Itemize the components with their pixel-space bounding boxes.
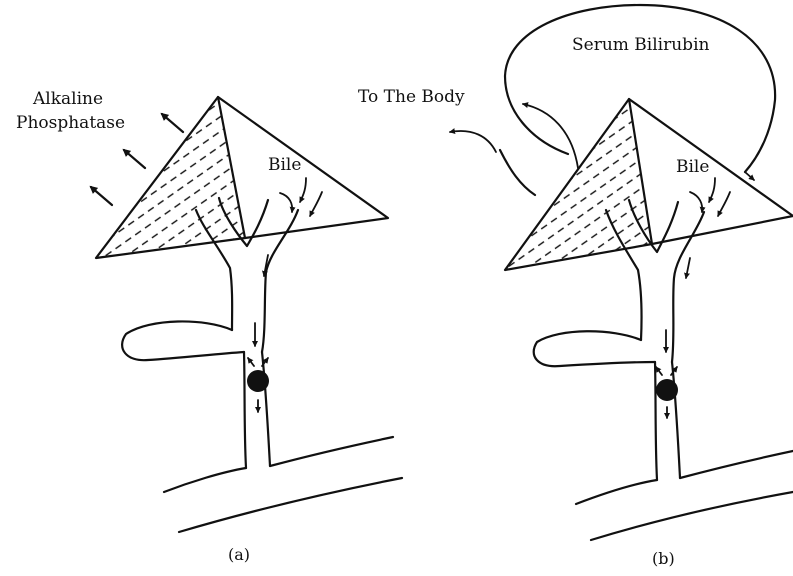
serum-circulation-return <box>500 150 535 195</box>
enzyme-leak-arrow <box>124 150 145 168</box>
to-body-arrow <box>523 104 578 168</box>
bile-arrow <box>690 192 702 212</box>
bile-arrow <box>709 178 715 202</box>
liver-shaded-region <box>505 99 652 270</box>
gallstone <box>247 370 269 392</box>
flow-arrow <box>686 258 690 278</box>
panel-a: Alkaline Phosphatase Bile (a) <box>16 89 402 564</box>
backflow-arrow <box>656 367 662 375</box>
enzyme-leak-arrow <box>162 114 183 132</box>
bile-arrow <box>300 178 306 202</box>
panel-b: Serum Bilirubin To The Body Bile (b) <box>358 5 793 568</box>
gallbladder <box>122 321 244 360</box>
bile-arrow <box>310 192 322 216</box>
gallbladder <box>534 331 655 366</box>
to-body-arrow <box>450 131 496 152</box>
panel-a-caption: (a) <box>228 545 250 564</box>
serum-circulation-circle <box>505 5 775 172</box>
common-bile-duct-right <box>262 352 270 466</box>
common-bile-duct-right <box>672 362 680 478</box>
common-bile-duct-left <box>244 352 246 468</box>
alkaline-phosphatase-label: Phosphatase <box>16 113 125 133</box>
bile-arrow <box>718 192 730 216</box>
panel-b-caption: (b) <box>652 549 675 568</box>
enzyme-leak-arrow <box>91 187 112 205</box>
serum-bilirubin-label: Serum Bilirubin <box>572 35 710 55</box>
gallstone <box>656 379 678 401</box>
bile-label: Bile <box>268 155 301 175</box>
intestine-upper-wall <box>164 437 393 492</box>
to-the-body-label: To The Body <box>358 87 465 107</box>
alkaline-phosphatase-label: Alkaline <box>32 89 103 109</box>
intestine-lower-wall <box>591 492 793 540</box>
bile-label: Bile <box>676 157 709 177</box>
common-bile-duct-left <box>655 362 657 480</box>
serum-circulation-arrow <box>745 172 754 180</box>
intestine-upper-wall <box>576 451 793 504</box>
backflow-arrow <box>248 358 254 366</box>
intestine-lower-wall <box>179 478 402 532</box>
bile-arrow <box>280 193 292 212</box>
